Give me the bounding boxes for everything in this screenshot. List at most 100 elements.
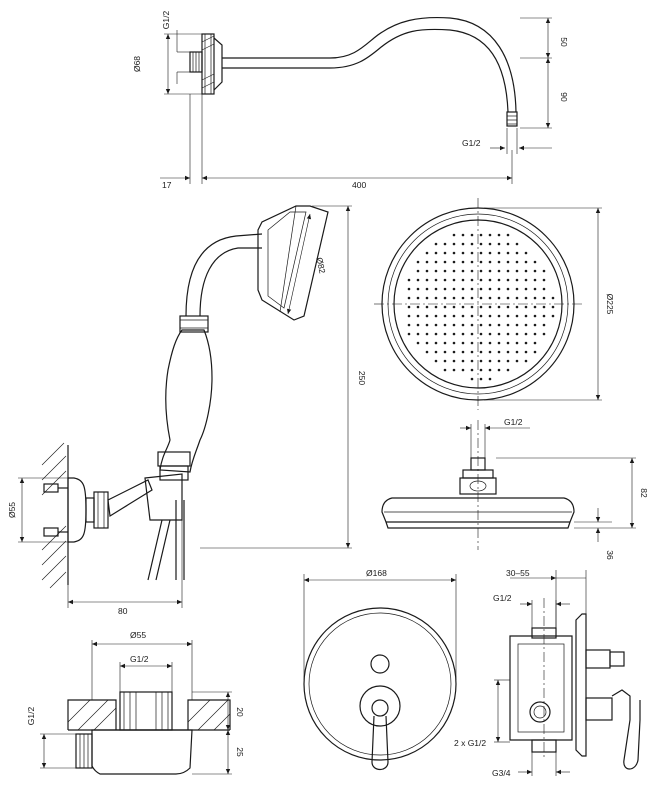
nozzle-dot [434, 341, 438, 345]
nozzle-dot [488, 350, 492, 354]
head-shower-side-view: G1/2 82 36 [381, 417, 649, 560]
head-rim-label: 36 [605, 550, 615, 560]
nozzle-dot [425, 296, 429, 300]
nozzle-dot [470, 341, 474, 345]
nozzle-dot [515, 242, 519, 246]
nozzle-dot [452, 242, 456, 246]
shower-arm-drawing: Ø68 G1/2 50 90 G1/2 17 400 [132, 11, 569, 190]
nozzle-dot [515, 260, 519, 264]
nozzle-dot [506, 233, 510, 237]
nozzle-dot [506, 341, 510, 345]
nozzle-dot [542, 296, 546, 300]
nozzle-dot [434, 260, 438, 264]
nozzle-dot [488, 377, 492, 381]
nozzle-dot [470, 260, 474, 264]
diverter-knob [370, 654, 390, 674]
nozzle-dot [551, 296, 555, 300]
nozzle-dot [452, 368, 456, 372]
nozzle-dot [497, 368, 501, 372]
nozzle-dot [416, 341, 420, 345]
holder-flange [67, 477, 87, 543]
nozzle-dot [533, 332, 537, 336]
nozzle-dot [452, 287, 456, 291]
nozzle-dot [488, 305, 492, 309]
nozzle-dot [425, 260, 429, 264]
nozzle-dot [434, 242, 438, 246]
nozzle-dot [443, 287, 447, 291]
head-nozzle-dots [407, 233, 555, 381]
nozzle-dot [479, 287, 483, 291]
nozzle-dot [515, 314, 519, 318]
nozzle-dot [443, 332, 447, 336]
nozzle-dot [434, 323, 438, 327]
arm-outlet-nozzle [506, 111, 518, 127]
nozzle-dot [533, 323, 537, 327]
nozzle-dot [479, 341, 483, 345]
nozzle-dot [407, 314, 411, 318]
nozzle-dot [407, 287, 411, 291]
nozzle-dot [461, 260, 465, 264]
elbow-thread-label: G1/2 [130, 654, 149, 664]
handset-head [257, 205, 329, 321]
nozzle-dot [506, 242, 510, 246]
nozzle-dot [515, 323, 519, 327]
elbow-wall-hatch [67, 699, 231, 731]
nozzle-dot [416, 287, 420, 291]
nozzle-dot [470, 368, 474, 372]
nozzle-dot [452, 305, 456, 309]
nozzle-dot [524, 260, 528, 264]
nozzle-dot [452, 260, 456, 264]
nozzle-dot [443, 323, 447, 327]
valve-depth-label: 30–55 [506, 568, 530, 578]
nozzle-dot [425, 287, 429, 291]
nozzle-dot [515, 359, 519, 363]
nozzle-dot [479, 323, 483, 327]
nozzle-dot [506, 260, 510, 264]
nozzle-dot [533, 260, 537, 264]
nozzle-dot [461, 341, 465, 345]
valve-bottom-thread-label: G3/4 [492, 768, 511, 778]
nozzle-dot [488, 314, 492, 318]
nozzle-dot [533, 278, 537, 282]
nozzle-dot [479, 359, 483, 363]
nozzle-dot [488, 269, 492, 273]
nozzle-dot [434, 251, 438, 255]
nozzle-dot [533, 269, 537, 273]
nozzle-dot [407, 332, 411, 336]
arm-length-label: 400 [352, 180, 366, 190]
nozzle-dot [524, 305, 528, 309]
nozzle-dot [488, 332, 492, 336]
plate-dia-label: Ø168 [366, 568, 387, 578]
nozzle-dot [443, 296, 447, 300]
holder-projection-label: 80 [118, 606, 128, 616]
nozzle-dot [524, 332, 528, 336]
nozzle-dot [497, 296, 501, 300]
nozzle-dot [479, 368, 483, 372]
nozzle-dot [515, 251, 519, 255]
valve-side-threads-label: 2 x G1/2 [454, 738, 486, 748]
nozzle-dot [407, 296, 411, 300]
nozzle-dot [434, 269, 438, 273]
nozzle-dot [506, 305, 510, 309]
nozzle-dot [461, 359, 465, 363]
holder-wall-hatch [41, 442, 69, 589]
nozzle-dot [551, 305, 555, 309]
nozzle-dot [479, 233, 483, 237]
nozzle-dot [479, 269, 483, 273]
nozzle-dot [434, 278, 438, 282]
nozzle-dot [497, 278, 501, 282]
nozzle-dot [542, 287, 546, 291]
nozzle-dot [497, 332, 501, 336]
nozzle-dot [497, 341, 501, 345]
nozzle-dot [479, 377, 483, 381]
nozzle-dot [434, 314, 438, 318]
elbow-depth-b-label: 25 [235, 747, 245, 757]
arm-wall-offset-label: 17 [162, 180, 172, 190]
arm-tube [222, 16, 517, 113]
nozzle-dot [488, 359, 492, 363]
nozzle-dot [515, 341, 519, 345]
nozzle-dot [497, 287, 501, 291]
nozzle-dot [416, 305, 420, 309]
wall-elbow-drawing: Ø55 G1/2 G1/2 20 25 [26, 630, 245, 775]
